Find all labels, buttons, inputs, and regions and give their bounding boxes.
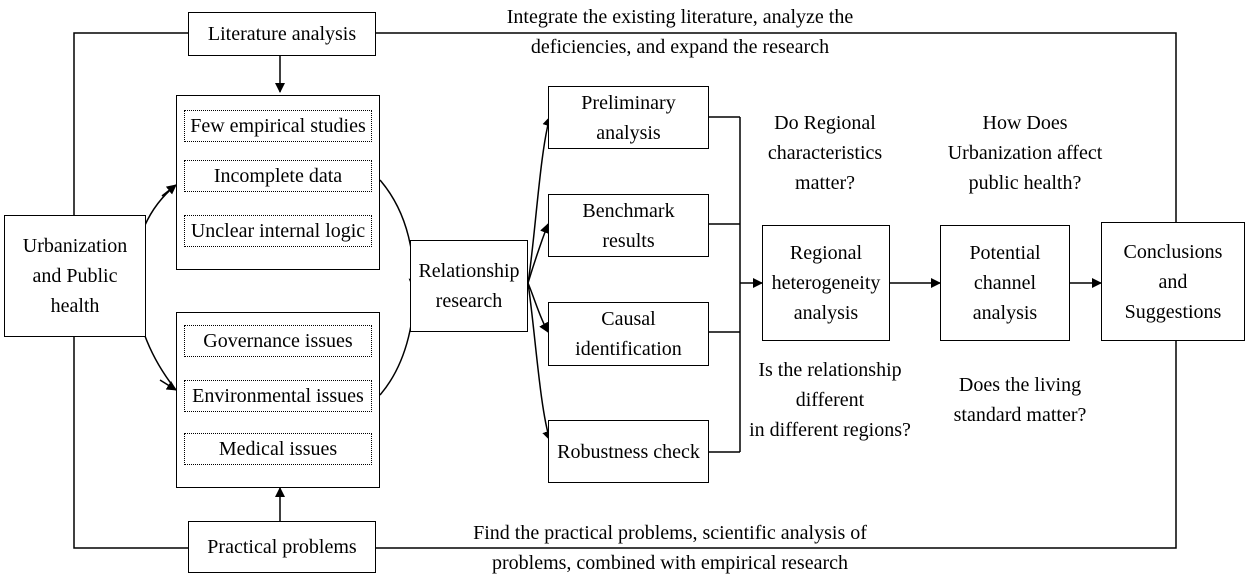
fan-lower — [527, 282, 552, 441]
issue-environmental: Environmental issues — [184, 380, 372, 412]
regional-line-1: Regional — [789, 242, 863, 264]
top-annotation-line-1: Integrate the existing literature, analy… — [506, 6, 854, 28]
relationship-line-1: Relationship — [418, 260, 520, 282]
outer-frame-bottom — [73, 337, 188, 549]
q-channel-top-line-1: How Does — [982, 112, 1068, 134]
regional-line-2: heterogeneity — [771, 272, 881, 294]
left-box-line-2: and Public — [32, 265, 118, 287]
regional-heterogeneity-box: Regional heterogeneity analysis — [762, 225, 890, 341]
gap-unclear-logic-label: Unclear internal logic — [190, 220, 366, 242]
q-channel-bottom-line-1: Does the living — [958, 374, 1082, 396]
benchmark-results-box: Benchmark results — [548, 194, 709, 257]
issue-governance: Governance issues — [184, 325, 372, 357]
question-channel-top: How Does Urbanization affect public heal… — [935, 108, 1115, 198]
gap-incomplete-data-label: Incomplete data — [213, 165, 343, 187]
preliminary-analysis-box: Preliminary analysis — [548, 86, 709, 149]
urbanization-public-health-box: Urbanization and Public health — [4, 215, 146, 337]
q-channel-top-line-2: Urbanization affect — [947, 142, 1103, 164]
causal-identification-box: Causal identification — [548, 302, 709, 366]
relationship-research-box: Relationship research — [410, 240, 528, 332]
issue-governance-label: Governance issues — [203, 330, 353, 352]
q-regional-bottom-line-3: in different regions? — [749, 419, 911, 441]
potential-channel-box: Potential channel analysis — [940, 225, 1070, 341]
conclusion-line-2: and — [1158, 270, 1188, 293]
q-regional-bottom-line-2: different — [795, 389, 865, 411]
robustness-check-box: Robustness check — [548, 420, 709, 483]
causal-line-2: identification — [575, 338, 682, 360]
preliminary-line-2: analysis — [596, 121, 661, 144]
q-regional-top-line-3: matter? — [795, 172, 855, 194]
question-channel-bottom: Does the living standard matter? — [935, 370, 1105, 430]
fan-upper — [527, 116, 553, 284]
outer-frame-bottom-right — [376, 341, 1177, 549]
channel-line-3: analysis — [972, 302, 1038, 324]
conclusions-box: Conclusions and Suggestions — [1101, 222, 1245, 341]
q-regional-top-line-2: characteristics — [767, 142, 883, 164]
channel-line-1: Potential — [969, 242, 1041, 264]
fan-upper-mid — [527, 223, 550, 284]
fan-lower-mid — [527, 282, 549, 333]
q-channel-top-line-3: public health? — [968, 172, 1082, 194]
top-annotation-line-2: deficiencies, and expand the research — [530, 36, 830, 58]
causal-line-1: Causal — [601, 308, 656, 330]
literature-analysis-label: Literature analysis — [207, 23, 357, 45]
regional-line-3: analysis — [793, 302, 859, 324]
outer-frame-top-right — [376, 32, 1177, 222]
curve-right — [379, 179, 419, 289]
relationship-line-2: research — [435, 290, 503, 312]
issue-medical: Medical issues — [184, 433, 372, 465]
question-regional-bottom: Is the relationship different in differe… — [735, 355, 925, 445]
channel-line-2: channel — [973, 272, 1037, 294]
benchmark-line-2: results — [602, 229, 655, 252]
gap-few-empirical-label: Few empirical studies — [190, 115, 366, 137]
left-box-line-1: Urbanization — [22, 235, 128, 257]
question-regional-top: Do Regional characteristics matter? — [745, 108, 905, 198]
conclusion-line-3: Suggestions — [1124, 300, 1222, 323]
practical-problems-box: Practical problems — [188, 521, 376, 573]
q-regional-top-line-1: Do Regional — [774, 112, 876, 134]
benchmark-line-1: Benchmark — [582, 199, 675, 222]
q-regional-bottom-line-1: Is the relationship — [758, 359, 902, 381]
left-box-line-3: health — [50, 295, 100, 317]
practical-problems-label: Practical problems — [207, 536, 357, 558]
literature-analysis-box: Literature analysis — [188, 12, 376, 56]
q-channel-bottom-line-2: standard matter? — [953, 404, 1087, 426]
gap-few-empirical: Few empirical studies — [184, 110, 372, 142]
bottom-annotation: Find the practical problems, scientific … — [440, 518, 900, 578]
gap-unclear-logic: Unclear internal logic — [184, 215, 372, 247]
conclusion-line-1: Conclusions — [1123, 240, 1223, 263]
curve-right-bottom — [379, 291, 415, 396]
preliminary-line-1: Preliminary — [581, 91, 676, 114]
top-annotation: Integrate the existing literature, analy… — [460, 2, 900, 62]
gap-incomplete-data: Incomplete data — [184, 160, 372, 192]
bottom-annotation-line-2: problems, combined with empirical resear… — [492, 552, 848, 574]
bottom-annotation-line-1: Find the practical problems, scientific … — [473, 522, 867, 544]
robustness-line-1: Robustness check — [557, 440, 700, 463]
issue-medical-label: Medical issues — [218, 438, 338, 460]
outer-frame-top — [73, 32, 188, 215]
issue-environmental-label: Environmental issues — [192, 385, 364, 407]
